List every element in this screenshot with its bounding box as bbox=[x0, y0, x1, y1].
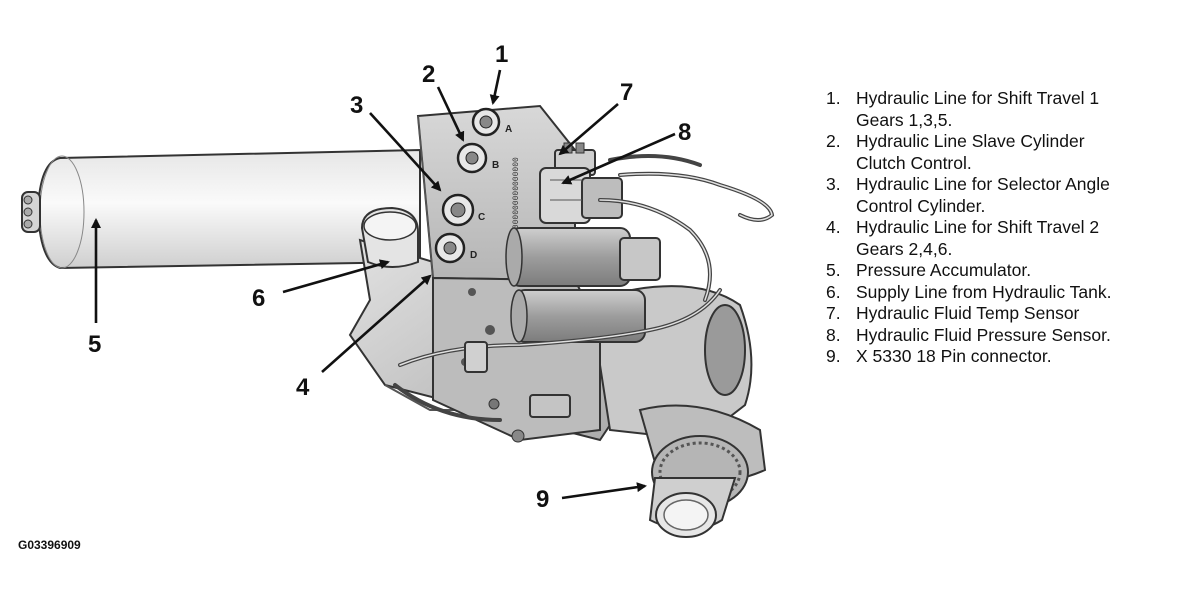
lower-motor bbox=[510, 289, 646, 343]
legend-number: 1. bbox=[826, 88, 841, 108]
leader-arrow-7 bbox=[558, 103, 619, 156]
port-fitting-a: A bbox=[471, 107, 512, 137]
wire-harness-highlight bbox=[399, 173, 773, 366]
callout-2: 2 bbox=[422, 61, 435, 88]
legend-text: Hydraulic Line for Shift Travel 2 bbox=[856, 217, 1100, 237]
legend-text: Hydraulic Line for Selector Angle bbox=[856, 174, 1110, 194]
legend-text: Supply Line from Hydraulic Tank. bbox=[856, 281, 1112, 302]
pressure-sensor bbox=[539, 167, 623, 224]
callout-3: 3 bbox=[350, 92, 363, 119]
legend-item-8: 8. Hydraulic Fluid Pressure Sensor. bbox=[822, 325, 1192, 347]
legend-number: 6. bbox=[826, 281, 841, 302]
legend-item-7: 7. Hydraulic Fluid Temp Sensor bbox=[822, 303, 1192, 325]
upper-motor bbox=[505, 227, 661, 287]
leader-arrow-4 bbox=[321, 274, 432, 373]
legend-text: Hydraulic Fluid Temp Sensor bbox=[856, 303, 1080, 323]
port-letter-c: C bbox=[478, 212, 485, 223]
callout-8: 8 bbox=[678, 119, 691, 146]
legend-text: Pressure Accumulator. bbox=[856, 260, 1032, 280]
legend-text: X 5330 18 Pin connector. bbox=[856, 346, 1052, 366]
leader-arrow-6 bbox=[282, 259, 390, 294]
callout-5: 5 bbox=[88, 331, 101, 358]
port-fitting-d: D bbox=[434, 232, 477, 264]
callout-7: 7 bbox=[620, 79, 633, 106]
pressure-accumulator bbox=[21, 148, 421, 270]
legend-number: 5. bbox=[826, 260, 841, 280]
leader-arrow-2 bbox=[436, 86, 465, 142]
port-letter-a: A bbox=[505, 124, 512, 135]
port-letter-b: B bbox=[492, 160, 499, 171]
legend-number: 9. bbox=[826, 346, 841, 366]
legend-item-9: 9. X 5330 18 Pin connector. bbox=[822, 346, 1192, 368]
callout-6: 6 bbox=[252, 285, 265, 312]
figure-id: G03396909 bbox=[18, 538, 81, 552]
accumulator-end-cap bbox=[21, 191, 41, 233]
legend-text-cont: Clutch Control. bbox=[856, 152, 972, 173]
pin-connector bbox=[648, 435, 749, 538]
legend-number: 8. bbox=[826, 324, 841, 345]
legend-number: 4. bbox=[826, 217, 841, 237]
legend-number: 2. bbox=[826, 131, 841, 151]
legend-text-cont: Gears 2,4,6. bbox=[856, 238, 953, 259]
legend-item-5: 5. Pressure Accumulator. bbox=[822, 260, 1192, 282]
legend-number: 3. bbox=[826, 174, 841, 194]
callout-4: 4 bbox=[296, 374, 310, 401]
port-fitting-c: C bbox=[441, 193, 485, 227]
harness-connector bbox=[464, 341, 571, 418]
leader-arrow-1 bbox=[489, 69, 502, 105]
port-letter-d: D bbox=[470, 250, 477, 261]
leader-arrows bbox=[91, 69, 676, 500]
leader-arrow-8 bbox=[561, 132, 676, 185]
callout-1: 1 bbox=[495, 41, 508, 68]
legend-text: Hydraulic Line for Shift Travel 1 bbox=[856, 88, 1100, 108]
supply-line-cap bbox=[360, 206, 419, 268]
legend-text: Hydraulic Fluid Pressure Sensor. bbox=[856, 324, 1111, 345]
legend-text-cont: Control Cylinder. bbox=[856, 195, 986, 216]
legend-text: Hydraulic Line Slave Cylinder bbox=[856, 131, 1085, 151]
leader-arrow-3 bbox=[369, 112, 442, 192]
legend-item-6: 6. Supply Line from Hydraulic Tank. bbox=[822, 282, 1192, 304]
legend-number: 7. bbox=[826, 303, 841, 323]
leader-arrow-9 bbox=[561, 482, 647, 500]
legend-text-cont: Gears 1,3,5. bbox=[856, 109, 953, 130]
port-fitting-b: B bbox=[456, 142, 499, 174]
block-serial-text: XXXXX 000000000000000 bbox=[512, 157, 521, 258]
hydraulic-unit-illustration: XXXXX 000000000000000 A B C D bbox=[21, 41, 775, 538]
callout-9: 9 bbox=[536, 486, 549, 513]
